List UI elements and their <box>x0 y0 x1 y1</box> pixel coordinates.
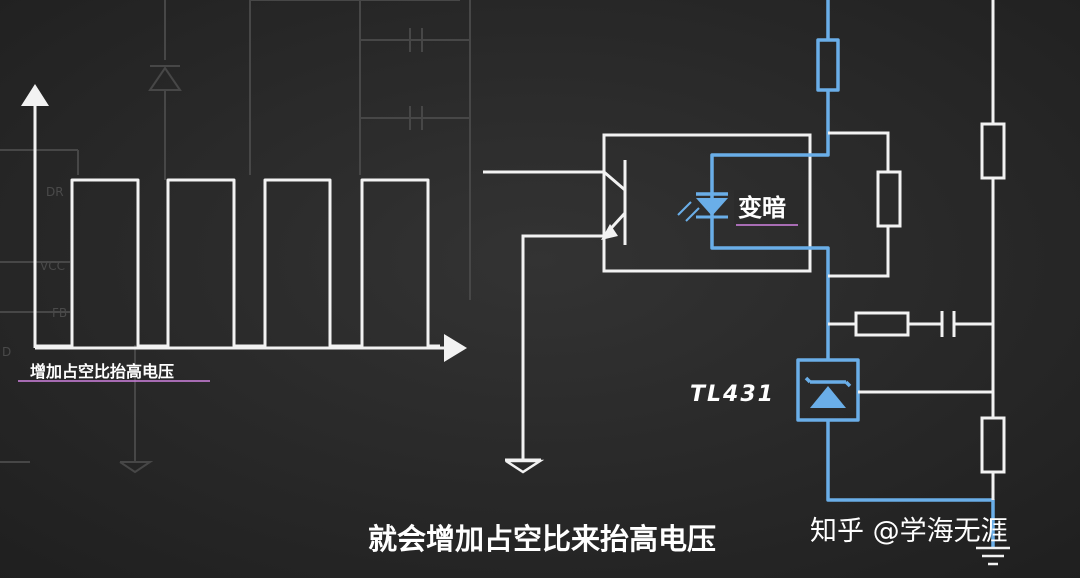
ground-symbol-right <box>976 546 1010 566</box>
led-label-backdrop <box>734 190 804 224</box>
optocoupler-group <box>483 133 812 462</box>
pwm-waveform-group <box>33 104 446 350</box>
background-circuit <box>0 0 471 474</box>
tl431-symbol-icon <box>810 386 846 408</box>
light-arrows-icon <box>677 201 700 222</box>
y-axis-arrow <box>21 84 49 106</box>
secondary-circuit <box>828 0 1006 500</box>
pin-label-d: D <box>2 345 11 359</box>
led-diode-icon <box>696 198 728 216</box>
optocoupler-box <box>602 133 812 273</box>
led-label: 变暗 <box>738 194 786 222</box>
pin-label-vcc: VCC <box>40 259 65 273</box>
tl431-label: TL431 <box>690 382 775 407</box>
emitter-wire <box>521 234 604 460</box>
caption-subtitle: 就会增加占空比来抬高电压 <box>368 522 716 556</box>
parallel-wire-top <box>828 131 890 172</box>
pin-label-dr: DR <box>46 185 64 199</box>
parallel-wire-bottom <box>828 226 890 278</box>
pwm-waveform <box>35 178 440 348</box>
emitter-arrow <box>601 224 618 240</box>
waveform-label: 增加占空比抬高电压 <box>30 362 174 381</box>
x-axis-arrow <box>444 334 467 362</box>
watermark: 知乎 @学海无涯 <box>810 516 1008 547</box>
background-pin-labels: DR VCC FB D <box>2 185 67 359</box>
collector-wire <box>483 170 626 192</box>
pin-label-fb: FB <box>52 306 67 320</box>
ground-symbol-left <box>505 459 545 474</box>
